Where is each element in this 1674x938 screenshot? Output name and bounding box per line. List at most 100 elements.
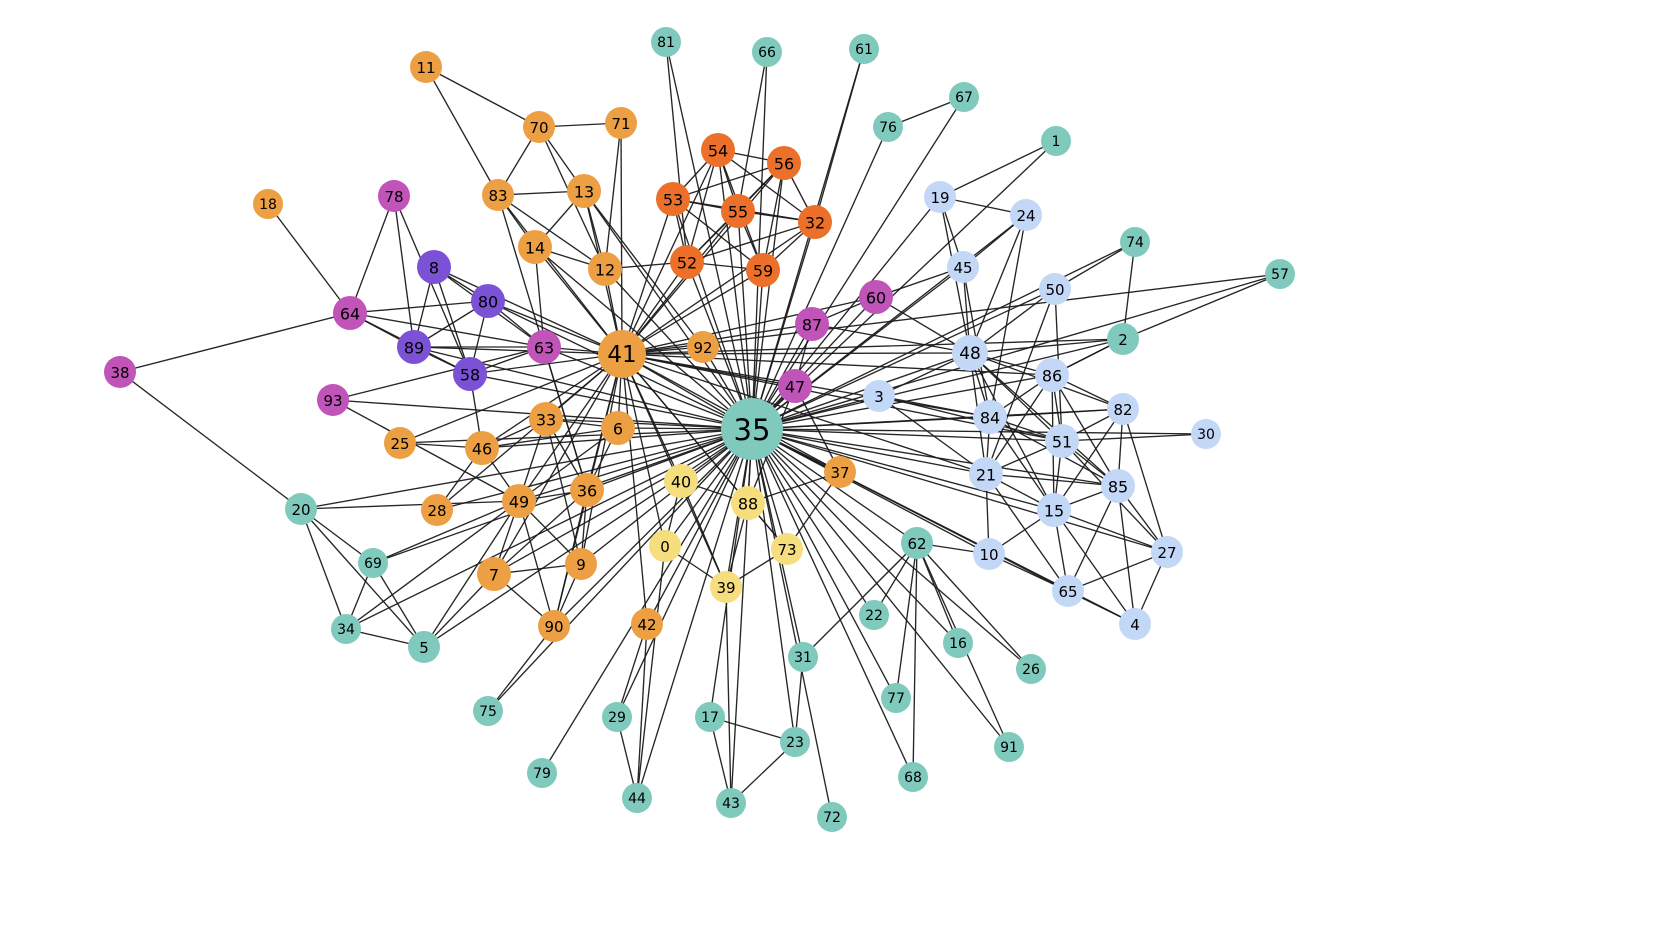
node-circle[interactable] — [317, 384, 349, 416]
graph-node[interactable]: 14 — [518, 230, 552, 264]
node-circle[interactable] — [453, 357, 487, 391]
graph-node[interactable]: 74 — [1120, 227, 1150, 257]
node-circle[interactable] — [104, 356, 136, 388]
graph-node[interactable]: 41 — [598, 330, 646, 378]
graph-node[interactable]: 7 — [477, 557, 511, 591]
node-circle[interactable] — [378, 180, 410, 212]
node-circle[interactable] — [710, 571, 742, 603]
node-circle[interactable] — [664, 464, 698, 498]
node-circle[interactable] — [1191, 419, 1221, 449]
node-circle[interactable] — [482, 179, 514, 211]
node-circle[interactable] — [780, 727, 810, 757]
node-circle[interactable] — [605, 107, 637, 139]
graph-node[interactable]: 3 — [863, 380, 895, 412]
node-circle[interactable] — [1045, 424, 1079, 458]
graph-node[interactable]: 90 — [538, 610, 570, 642]
graph-node[interactable]: 30 — [1191, 419, 1221, 449]
node-circle[interactable] — [649, 530, 681, 562]
graph-node[interactable]: 56 — [767, 146, 801, 180]
node-circle[interactable] — [421, 494, 453, 526]
node-circle[interactable] — [695, 702, 725, 732]
node-circle[interactable] — [333, 296, 367, 330]
graph-node[interactable]: 31 — [788, 642, 818, 672]
node-circle[interactable] — [1016, 654, 1046, 684]
node-circle[interactable] — [969, 457, 1003, 491]
graph-node[interactable]: 24 — [1010, 199, 1042, 231]
graph-node[interactable]: 13 — [567, 174, 601, 208]
node-circle[interactable] — [824, 456, 856, 488]
graph-node[interactable]: 51 — [1045, 424, 1079, 458]
node-circle[interactable] — [670, 245, 704, 279]
node-circle[interactable] — [1037, 493, 1071, 527]
graph-node[interactable]: 6 — [601, 411, 635, 445]
node-circle[interactable] — [570, 473, 604, 507]
graph-node[interactable]: 50 — [1039, 273, 1071, 305]
graph-node[interactable]: 68 — [898, 762, 928, 792]
graph-node[interactable]: 89 — [397, 330, 431, 364]
graph-node[interactable]: 72 — [817, 802, 847, 832]
node-circle[interactable] — [523, 111, 555, 143]
graph-node[interactable]: 87 — [795, 307, 829, 341]
graph-node[interactable]: 93 — [317, 384, 349, 416]
node-circle[interactable] — [767, 146, 801, 180]
graph-node[interactable]: 42 — [631, 608, 663, 640]
graph-node[interactable]: 86 — [1035, 358, 1069, 392]
graph-node[interactable]: 82 — [1107, 393, 1139, 425]
graph-node[interactable]: 46 — [465, 431, 499, 465]
graph-node[interactable]: 18 — [253, 189, 283, 219]
node-circle[interactable] — [795, 307, 829, 341]
graph-node[interactable]: 61 — [849, 34, 879, 64]
graph-node[interactable]: 81 — [651, 27, 681, 57]
graph-node[interactable]: 15 — [1037, 493, 1071, 527]
node-circle[interactable] — [565, 548, 597, 580]
graph-node[interactable]: 1 — [1041, 126, 1071, 156]
node-circle[interactable] — [731, 486, 765, 520]
graph-node[interactable]: 20 — [285, 493, 317, 525]
graph-node[interactable]: 26 — [1016, 654, 1046, 684]
node-circle[interactable] — [1035, 358, 1069, 392]
node-circle[interactable] — [817, 802, 847, 832]
graph-node[interactable]: 27 — [1151, 536, 1183, 568]
node-circle[interactable] — [859, 600, 889, 630]
graph-node[interactable]: 64 — [333, 296, 367, 330]
node-circle[interactable] — [952, 335, 988, 371]
node-circle[interactable] — [410, 51, 442, 83]
graph-node[interactable]: 47 — [778, 369, 812, 403]
graph-node[interactable]: 84 — [973, 400, 1007, 434]
node-circle[interactable] — [716, 788, 746, 818]
node-circle[interactable] — [746, 253, 780, 287]
graph-node[interactable]: 59 — [746, 253, 780, 287]
node-circle[interactable] — [1039, 273, 1071, 305]
node-circle[interactable] — [651, 27, 681, 57]
graph-node[interactable]: 40 — [664, 464, 698, 498]
graph-node[interactable]: 4 — [1119, 608, 1151, 640]
graph-node[interactable]: 85 — [1101, 469, 1135, 503]
graph-node[interactable]: 52 — [670, 245, 704, 279]
node-circle[interactable] — [973, 400, 1007, 434]
node-circle[interactable] — [943, 628, 973, 658]
graph-node[interactable]: 0 — [649, 530, 681, 562]
node-circle[interactable] — [527, 330, 561, 364]
node-circle[interactable] — [384, 427, 416, 459]
node-circle[interactable] — [701, 133, 735, 167]
graph-node[interactable]: 76 — [873, 112, 903, 142]
graph-node[interactable]: 38 — [104, 356, 136, 388]
node-circle[interactable] — [285, 493, 317, 525]
graph-node[interactable]: 45 — [947, 251, 979, 283]
node-circle[interactable] — [881, 683, 911, 713]
node-circle[interactable] — [473, 696, 503, 726]
graph-node[interactable]: 36 — [570, 473, 604, 507]
node-circle[interactable] — [859, 280, 893, 314]
graph-node[interactable]: 91 — [994, 732, 1024, 762]
node-circle[interactable] — [417, 250, 451, 284]
node-circle[interactable] — [771, 533, 803, 565]
node-circle[interactable] — [656, 182, 690, 216]
node-circle[interactable] — [397, 330, 431, 364]
graph-node[interactable]: 44 — [622, 783, 652, 813]
graph-node[interactable]: 66 — [752, 37, 782, 67]
node-circle[interactable] — [863, 380, 895, 412]
node-circle[interactable] — [518, 230, 552, 264]
graph-node[interactable]: 80 — [471, 284, 505, 318]
graph-node[interactable]: 10 — [973, 538, 1005, 570]
graph-node[interactable]: 2 — [1107, 323, 1139, 355]
